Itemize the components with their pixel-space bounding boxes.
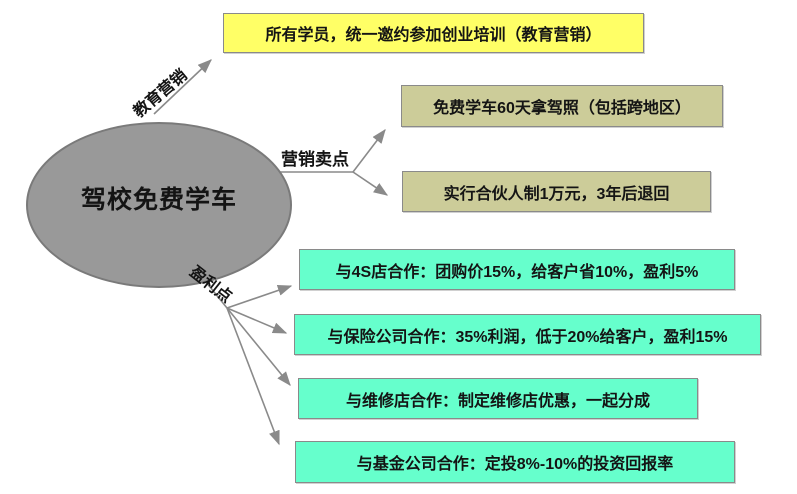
node-selling-point-partner: 实行合伙人制1万元，3年后退回 (402, 171, 711, 212)
node-selling-point-license: 免费学车60天拿驾照（包括跨地区） (401, 85, 723, 127)
node-profit-4s-store: 与4S店合作：团购价15%，给客户省10%，盈利5% (299, 249, 735, 290)
node-profit-fund-company: 与基金公司合作：定投8%-10%的投资回报率 (295, 441, 735, 483)
root-node-label: 驾校免费学车 (80, 186, 237, 214)
node-profit-repair-shop: 与维修店合作：制定维修店优惠，一起分成 (298, 378, 698, 419)
connector-profit-4 (226, 307, 280, 446)
connector-selling-up (352, 128, 386, 173)
connector-profit-2 (226, 307, 288, 334)
branch-label-selling-points: 营销卖点 (281, 150, 349, 169)
node-profit-insurance: 与保险公司合作：35%利润，低于20%给客户，盈利15% (294, 314, 761, 355)
root-node: 驾校免费学车 (26, 122, 292, 288)
connector-profit-3 (226, 307, 291, 386)
node-education-training: 所有学员，统一邀约参加创业培训（教育营销） (223, 13, 644, 53)
connector-selling-down (352, 171, 389, 196)
